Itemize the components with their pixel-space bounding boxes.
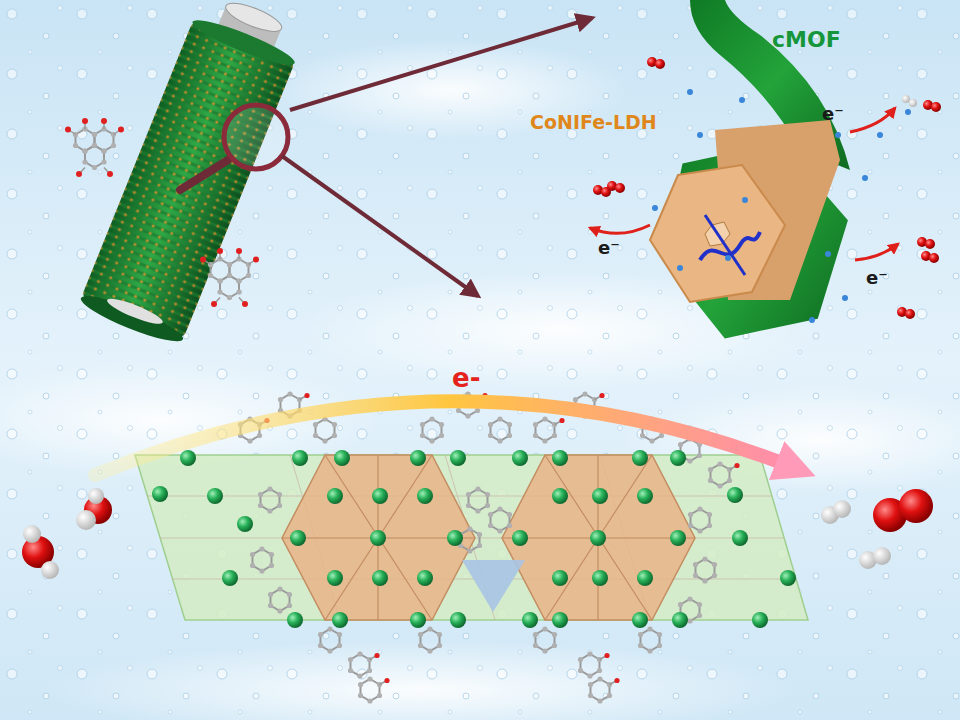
electron-label: e⁻	[598, 238, 620, 258]
electron-label: e-	[452, 364, 480, 393]
material-label: cMOF	[772, 28, 841, 52]
material-label: CoNIFe-LDH	[530, 112, 657, 133]
electron-label: e⁻	[822, 104, 844, 124]
electron-label: e⁻	[866, 268, 888, 288]
